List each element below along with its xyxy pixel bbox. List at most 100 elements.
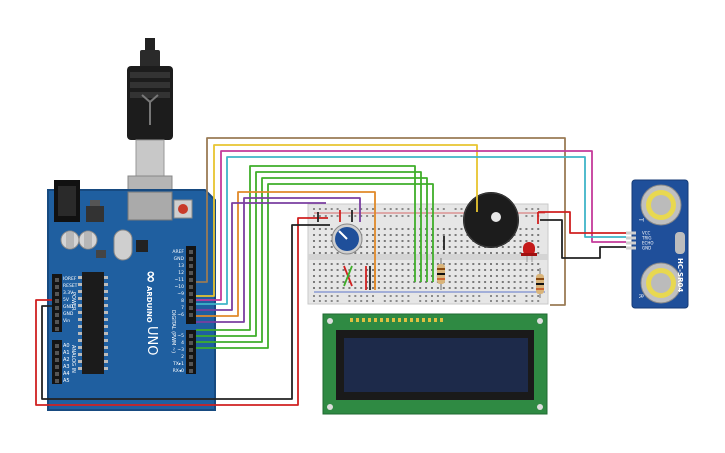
breadboard-hole[interactable] [360,228,363,230]
breadboard-hole[interactable] [531,269,534,271]
breadboard-hole[interactable] [507,275,510,277]
breadboard-hole[interactable] [478,281,481,283]
breadboard-hole[interactable] [318,275,321,277]
breadboard-hole[interactable] [460,300,463,302]
breadboard-hole[interactable] [466,287,469,289]
breadboard-hole[interactable] [354,300,357,302]
breadboard-hole[interactable] [478,275,481,277]
breadboard-hole[interactable] [372,215,374,217]
breadboard-hole[interactable] [330,234,333,236]
breadboard-hole[interactable] [537,246,540,248]
breadboard-hole[interactable] [484,287,487,289]
breadboard-hole[interactable] [372,234,374,236]
header-hole[interactable] [189,278,193,282]
breadboard-hole[interactable] [313,208,315,210]
breadboard-hole[interactable] [366,234,369,236]
breadboard-hole[interactable] [460,295,463,297]
breadboard-hole[interactable] [519,275,522,277]
breadboard-hole[interactable] [431,240,433,242]
breadboard-hole[interactable] [389,263,392,265]
breadboard-hole[interactable] [372,246,374,248]
breadboard-hole[interactable] [313,287,315,289]
breadboard-hole[interactable] [348,287,351,289]
header-hole[interactable] [189,334,193,338]
header-hole[interactable] [55,372,59,376]
breadboard-hole[interactable] [454,234,457,236]
breadboard-hole[interactable] [507,269,510,271]
breadboard-hole[interactable] [478,287,481,289]
breadboard-hole[interactable] [507,263,510,265]
breadboard-hole[interactable] [395,215,398,217]
breadboard-hole[interactable] [395,300,398,302]
lcd-pin[interactable] [434,318,437,322]
breadboard-hole[interactable] [324,252,327,254]
breadboard-hole[interactable] [490,295,492,297]
breadboard-hole[interactable] [472,252,475,254]
breadboard-hole[interactable] [395,269,398,271]
breadboard-hole[interactable] [472,263,475,265]
lcd-pin[interactable] [398,318,401,322]
breadboard-hole[interactable] [348,300,351,302]
breadboard-hole[interactable] [330,275,333,277]
breadboard-hole[interactable] [395,281,398,283]
breadboard-hole[interactable] [478,295,481,297]
breadboard-hole[interactable] [366,246,369,248]
breadboard-hole[interactable] [372,208,374,210]
breadboard-hole[interactable] [318,252,321,254]
breadboard-hole[interactable] [377,228,380,230]
breadboard-hole[interactable] [448,228,451,230]
breadboard-hole[interactable] [401,300,404,302]
breadboard-hole[interactable] [389,240,392,242]
breadboard-hole[interactable] [472,287,475,289]
header-hole[interactable] [189,362,193,366]
breadboard-hole[interactable] [313,263,315,265]
breadboard-hole[interactable] [318,240,321,242]
breadboard-hole[interactable] [360,295,363,297]
breadboard-hole[interactable] [348,269,351,271]
breadboard-hole[interactable] [377,252,380,254]
breadboard-hole[interactable] [454,281,457,283]
lcd-pin[interactable] [368,318,371,322]
breadboard-hole[interactable] [389,269,392,271]
breadboard-hole[interactable] [460,287,463,289]
breadboard-hole[interactable] [513,263,516,265]
breadboard-hole[interactable] [395,228,398,230]
breadboard-hole[interactable] [431,275,433,277]
breadboard-hole[interactable] [330,281,333,283]
breadboard-hole[interactable] [360,215,363,217]
breadboard-hole[interactable] [436,263,439,265]
lcd-pin[interactable] [392,318,395,322]
lcd-pin[interactable] [428,318,431,322]
breadboard-hole[interactable] [372,263,374,265]
breadboard-hole[interactable] [383,234,386,236]
breadboard-hole[interactable] [460,215,463,217]
breadboard-hole[interactable] [466,269,469,271]
breadboard-hole[interactable] [495,269,498,271]
breadboard-hole[interactable] [313,246,315,248]
breadboard-hole[interactable] [460,228,463,230]
breadboard-hole[interactable] [431,263,433,265]
breadboard-hole[interactable] [336,215,339,217]
breadboard-hole[interactable] [460,263,463,265]
breadboard-hole[interactable] [401,252,404,254]
breadboard-hole[interactable] [354,252,357,254]
breadboard-hole[interactable] [460,275,463,277]
breadboard-hole[interactable] [313,281,315,283]
breadboard-hole[interactable] [519,240,522,242]
breadboard-hole[interactable] [383,281,386,283]
breadboard-hole[interactable] [478,246,481,248]
breadboard-hole[interactable] [389,300,392,302]
breadboard-hole[interactable] [472,300,475,302]
breadboard-hole[interactable] [360,300,363,302]
breadboard-hole[interactable] [377,246,380,248]
breadboard-hole[interactable] [324,240,327,242]
breadboard-hole[interactable] [537,269,540,271]
header-hole[interactable] [55,306,59,310]
breadboard-hole[interactable] [460,208,463,210]
breadboard-hole[interactable] [442,300,445,302]
breadboard-hole[interactable] [507,300,510,302]
breadboard-hole[interactable] [401,234,404,236]
lcd-pin[interactable] [380,318,383,322]
breadboard-hole[interactable] [431,234,433,236]
breadboard-hole[interactable] [537,263,540,265]
